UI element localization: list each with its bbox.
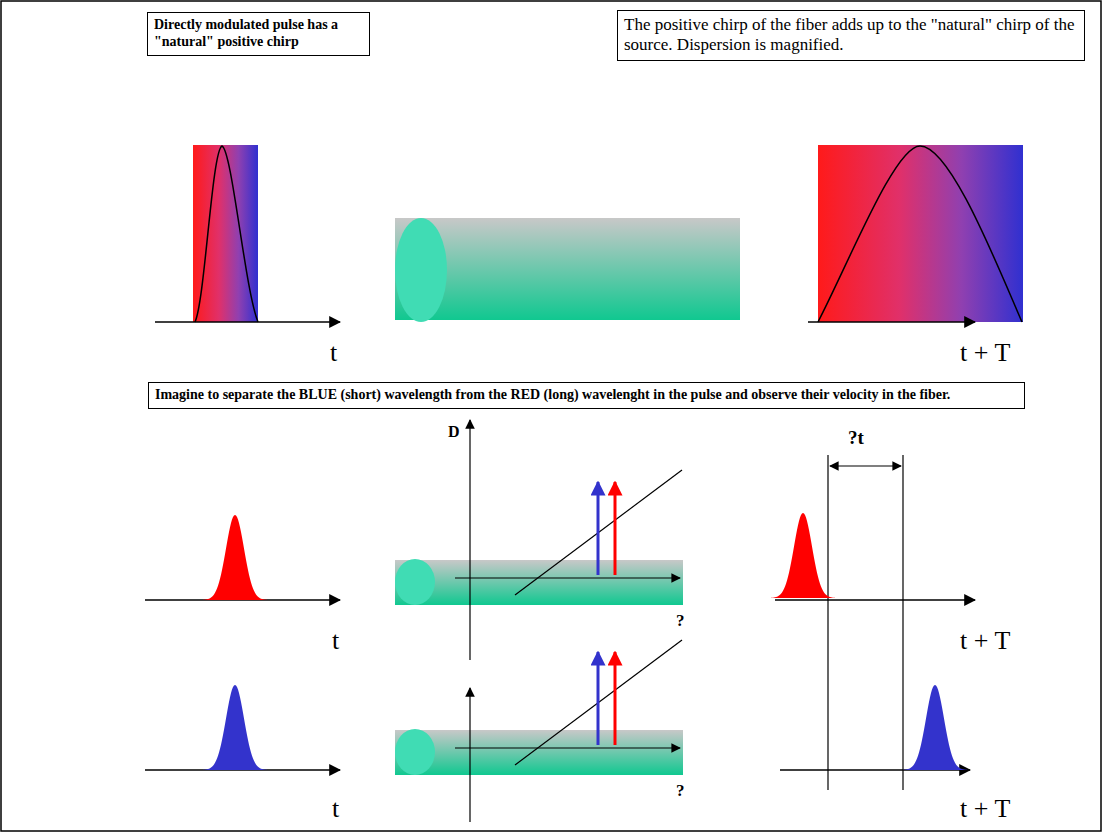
gaussian-pulse bbox=[903, 685, 967, 770]
fiber bbox=[395, 560, 683, 605]
time-axis bbox=[155, 321, 340, 323]
blue-marker bbox=[597, 482, 600, 575]
time-label: t bbox=[330, 340, 337, 366]
dispersion-axis bbox=[469, 688, 470, 822]
time-label: t bbox=[332, 796, 339, 822]
blue-marker bbox=[597, 652, 600, 745]
delay-label: ?t bbox=[848, 428, 864, 447]
gaussian-pulse bbox=[771, 513, 835, 598]
note-text: Directly modulated pulse has a "natural"… bbox=[154, 17, 363, 51]
gaussian-pulse bbox=[203, 515, 267, 600]
fiber-end bbox=[395, 218, 447, 322]
axis-label: D bbox=[448, 424, 460, 440]
delay-arrow bbox=[830, 465, 901, 466]
red-marker bbox=[614, 652, 617, 745]
time-label: t bbox=[332, 628, 339, 654]
time-label: t + T bbox=[960, 796, 1010, 822]
wavelength-axis bbox=[455, 747, 680, 748]
fiber-end bbox=[395, 729, 435, 775]
dispersion-slope bbox=[515, 640, 682, 765]
time-label: t + T bbox=[960, 628, 1010, 654]
red-marker bbox=[614, 482, 617, 575]
time-axis bbox=[808, 321, 975, 323]
note-box: The positive chirp of the fiber adds up … bbox=[617, 10, 1085, 61]
dispersion-slope bbox=[515, 470, 682, 595]
chirped-pulse bbox=[818, 145, 1023, 322]
time-axis bbox=[775, 599, 975, 601]
pulse-envelope bbox=[818, 146, 1022, 322]
fiber-end bbox=[395, 559, 435, 605]
pulse-envelope bbox=[195, 146, 258, 322]
note-box: Imagine to separate the BLUE (short) wav… bbox=[148, 382, 1025, 409]
axis-label: ? bbox=[676, 782, 685, 799]
wavelength-axis bbox=[455, 577, 680, 578]
note-box: Directly modulated pulse has a "natural"… bbox=[147, 12, 370, 56]
fiber bbox=[395, 730, 683, 775]
axis-label: ? bbox=[676, 612, 685, 629]
dispersion-axis bbox=[469, 420, 470, 660]
delay-line bbox=[902, 455, 903, 790]
chirped-pulse bbox=[193, 145, 258, 322]
delay-line bbox=[827, 455, 828, 790]
time-label: t + T bbox=[960, 340, 1010, 366]
note-text: Imagine to separate the BLUE (short) wav… bbox=[155, 387, 1018, 404]
gaussian-pulse bbox=[203, 685, 267, 770]
note-text: The positive chirp of the fiber adds up … bbox=[624, 15, 1078, 56]
